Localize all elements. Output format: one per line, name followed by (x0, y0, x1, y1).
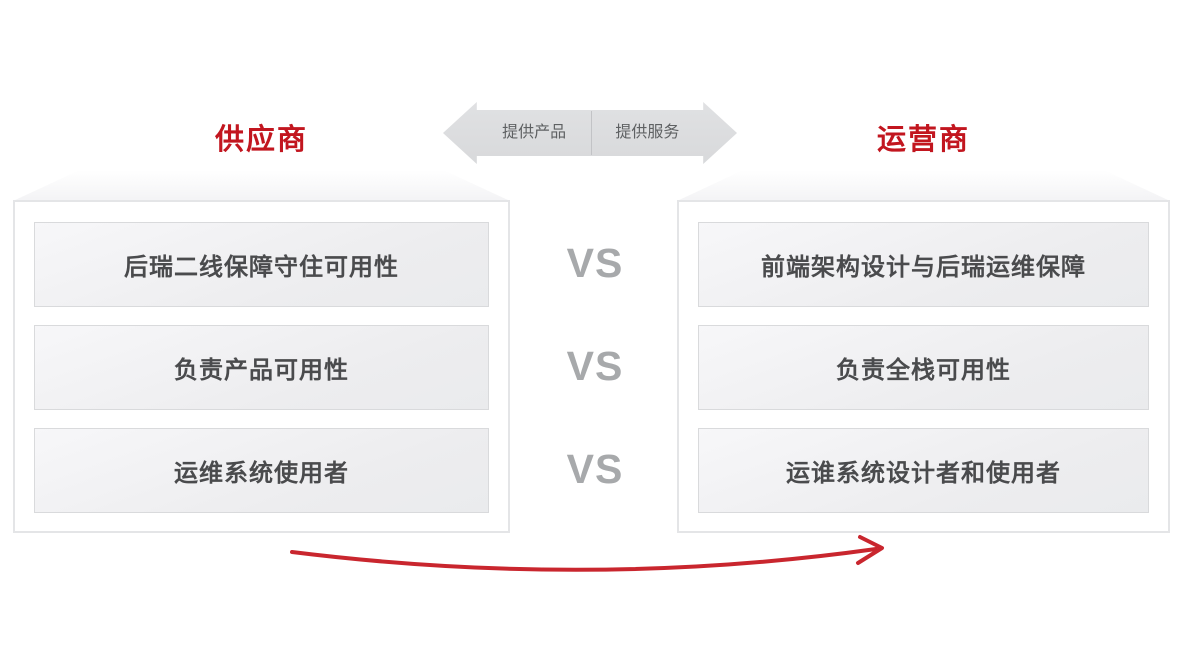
left-column-title: 供应商 (214, 124, 308, 156)
exchange-label-right: 提供服务 (615, 124, 680, 141)
arrow-divider-line (591, 110, 593, 156)
left-panel: 后瑞二线保障守住可用性 负责产品可用性 运维系统使用者 (13, 200, 510, 533)
right-row-1: 前端架构设计与后瑞运维保障 (698, 222, 1149, 307)
vs-label-1: VS (566, 240, 624, 286)
flow-arrow-head-icon (856, 535, 884, 565)
exchange-arrow: 提供产品 提供服务 (443, 102, 737, 164)
left-row-2: 负责产品可用性 (34, 325, 489, 410)
vs-label-3: VS (566, 446, 624, 492)
right-column-title: 运营商 (876, 124, 970, 156)
vs-label-2: VS (566, 343, 624, 389)
double-headed-arrow-icon (443, 102, 737, 164)
right-panel-lid (677, 170, 1170, 201)
left-row-1: 后瑞二线保障守住可用性 (34, 222, 489, 307)
left-panel-lid (13, 170, 510, 201)
right-row-3: 运谁系统设计者和使用者 (698, 428, 1149, 513)
left-row-3: 运维系统使用者 (34, 428, 489, 513)
right-panel: 前端架构设计与后瑞运维保障 负责全栈可用性 运谁系统设计者和使用者 (677, 200, 1170, 533)
right-row-2: 负责全栈可用性 (698, 325, 1149, 410)
exchange-label-left: 提供产品 (502, 124, 567, 141)
red-flow-arrow (290, 535, 884, 572)
flow-arrow-curve (290, 547, 878, 572)
